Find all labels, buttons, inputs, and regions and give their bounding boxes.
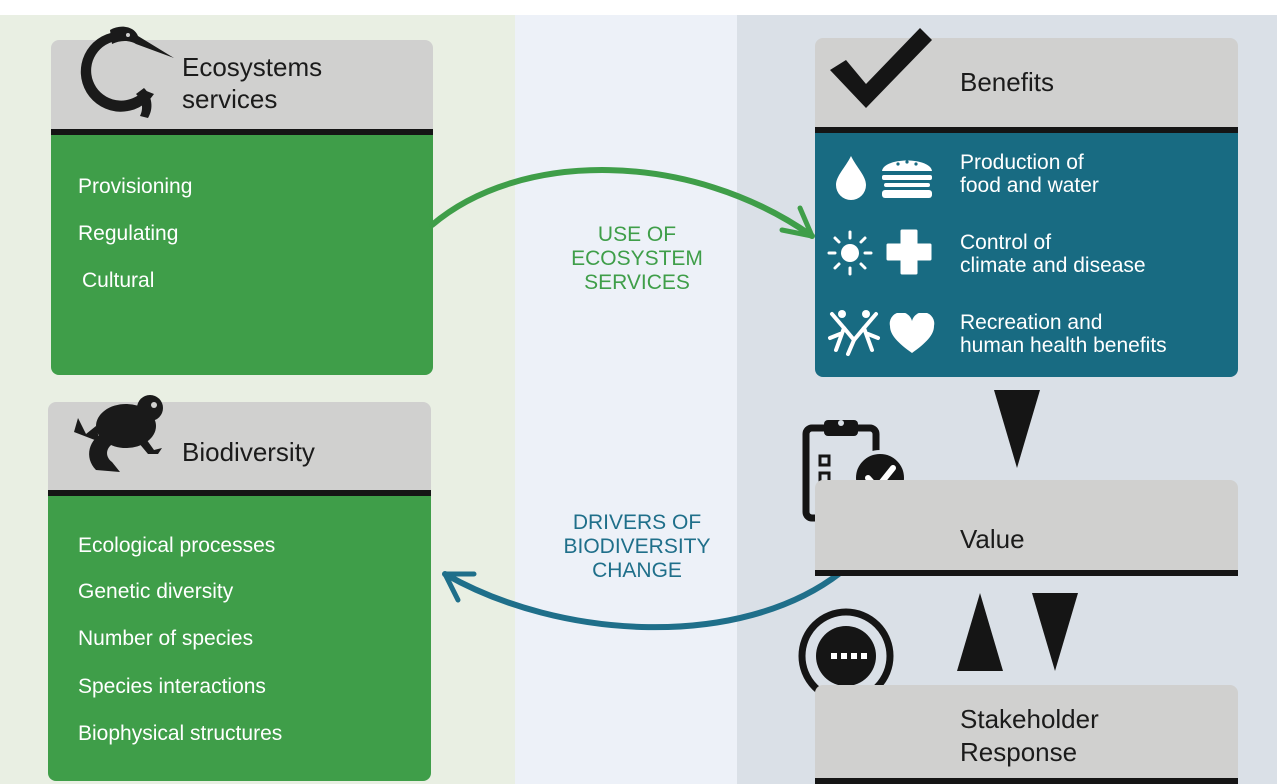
people-icon: [828, 310, 880, 356]
down-triangle-icon-2: [1032, 593, 1078, 671]
benefit-1-line1: Production of: [960, 151, 1084, 174]
burger-icon: [882, 160, 932, 198]
drivers-line-1: DRIVERS OF: [572, 511, 702, 534]
biodiversity-item-ecological-processes: Ecological processes: [78, 534, 276, 557]
benefits-title: Benefits: [960, 67, 1054, 97]
ecosystems-body: [51, 135, 433, 375]
benefits-body: [815, 133, 1238, 377]
stakeholder-title-line1: Stakeholder: [960, 704, 1099, 734]
biodiversity-item-species-interactions: Species interactions: [78, 675, 266, 698]
background-middle: [515, 15, 737, 784]
biodiversity-item-number-of-species: Number of species: [78, 627, 254, 650]
biodiversity-item-genetic-diversity: Genetic diversity: [78, 580, 234, 603]
medical-cross-icon: [886, 229, 932, 275]
bird-icon: [80, 26, 174, 118]
heart-icon: [889, 313, 935, 353]
water-drop-icon: [836, 156, 866, 200]
stakeholder-title-line2: Response: [960, 737, 1078, 767]
sun-icon: [827, 230, 873, 276]
benefit-3-line1: Recreation and: [960, 311, 1103, 334]
use-line-2: ECOSYSTEM: [571, 247, 703, 270]
ecosystems-item-provisioning: Provisioning: [78, 175, 193, 198]
benefit-3-line2: human health benefits: [960, 334, 1167, 357]
biodiversity-body: [48, 496, 431, 781]
value-title: Value: [960, 524, 1025, 554]
ecosystems-item-cultural: Cultural: [82, 269, 155, 292]
frog-icon: [74, 395, 163, 472]
checkmark-icon: [830, 28, 932, 108]
ecosystems-title-line2: services: [182, 84, 278, 114]
ecosystems-header: [51, 40, 433, 135]
use-line-3: SERVICES: [584, 271, 690, 294]
drivers-arrow: [442, 570, 843, 631]
value-panel: [815, 480, 1238, 576]
up-triangle-icon: [957, 593, 1003, 671]
use-line-1: USE OF: [597, 223, 677, 246]
ecosystems-item-regulating: Regulating: [78, 222, 179, 245]
benefit-2-line2: climate and disease: [960, 254, 1146, 277]
drivers-line-3: CHANGE: [592, 559, 682, 582]
ecosystems-title-line1: Ecosystems: [182, 52, 323, 82]
biodiversity-title: Biodiversity: [182, 437, 315, 467]
drivers-line-2: BIODIVERSITY: [563, 535, 711, 558]
benefit-1-line2: food and water: [960, 174, 1099, 197]
benefit-2-line1: Control of: [960, 231, 1052, 254]
down-triangle-icon: [994, 390, 1040, 468]
biodiversity-item-biophysical-structures: Biophysical structures: [78, 722, 283, 745]
stakeholder-response-panel: [815, 685, 1238, 784]
